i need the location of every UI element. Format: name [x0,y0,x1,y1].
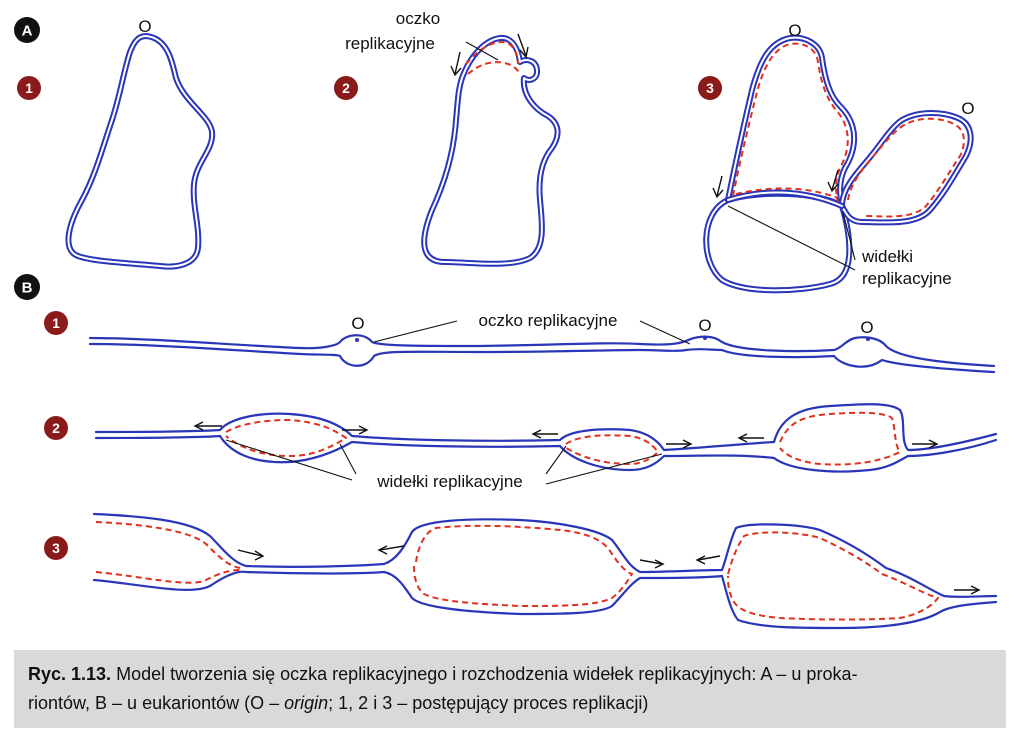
step-a3-badge: 3 [698,76,722,100]
a3-origin-label-2: O [961,99,974,118]
b1-origin-label-3: O [860,318,873,337]
svg-text:1: 1 [25,80,33,96]
b1-eye-leader-1 [373,320,458,343]
b2-new-strand-1 [225,419,347,457]
b2-fork-leader-4 [545,453,663,485]
b2-fork-leader-1 [225,439,353,481]
b1-eye-leader-2 [639,320,691,345]
b1-origin-label-2: O [698,316,711,335]
caption-text-c: ; 1, 2 i 3 – postępujący proces replikac… [328,693,649,713]
svg-text:2: 2 [52,420,60,436]
step-a1-badge: 1 [17,76,41,100]
a3-forks-label-2: replikacyjne [862,269,952,288]
svg-text:3: 3 [52,540,60,556]
b2-fork-leader-3 [545,445,567,475]
b3-fork-arrow-4 [697,555,721,561]
a1-origin-label: O [138,17,151,36]
b3-new-strand-1 [95,521,241,569]
b2-new-strand-3 [779,411,901,466]
svg-text:1: 1 [52,315,60,331]
section-a-badge: A [14,17,40,43]
a3-fork-leader-2 [842,211,856,261]
a3-forks-label-1: widełki [861,247,913,266]
b3-dna [92,512,998,630]
b3-new-strand-2 [95,569,241,584]
a2-eye-leader [465,41,499,61]
a3-chromosome: O O widełki replikacyjne [703,21,975,294]
caption-number: Ryc. 1.13. [28,664,112,684]
caption-text-a: Model tworzenia się oczka replikacyjnego… [116,664,858,684]
svg-text:B: B [22,280,33,297]
b2-fork-leader-2 [339,443,357,475]
b1-eye-label: oczko replikacyjne [479,311,618,330]
a1-chromosome: O [65,17,216,270]
a2-fork-arrow-right [517,33,527,57]
a2-eye-label-2: replikacyjne [345,34,435,53]
b3-fork-arrow-2 [379,545,405,551]
caption-italic: origin [284,693,329,713]
replication-diagram: A B 1 2 3 1 2 3 O [14,9,998,630]
caption-text-b: riontów, B – u eukariontów (O – [28,693,285,713]
b2-dna: widełki replikacyjne [94,403,998,491]
a2-new-strand-inner [467,61,521,75]
a2-chromosome: oczko replikacyjne [345,9,561,267]
b1-origin-label-1: O [351,314,364,333]
a3-origin-label-1: O [788,21,801,40]
b3-new-strand-4 [727,531,939,621]
svg-text:2: 2 [342,80,350,96]
b1-dna: O O O oczko replikacyjne [88,311,996,374]
step-b3-badge: 3 [44,536,68,560]
b3-fork-arrow-1 [237,549,263,557]
b2-forks-label: widełki replikacyjne [376,472,523,491]
b3-new-strand-3 [413,524,633,607]
svg-text:A: A [22,23,33,40]
a2-eye-label-1: oczko [396,9,440,28]
caption-line-2: riontów, B – u eukariontów (O – origin; … [28,689,992,718]
step-b2-badge: 2 [44,416,68,440]
a3-fork-leader-1 [727,205,856,271]
a3-fork-arrow-left [716,175,723,197]
svg-text:3: 3 [706,80,714,96]
section-b-badge: B [14,274,40,300]
a3-new-strand-1 [732,42,849,203]
caption-line-1: Ryc. 1.13. Model tworzenia się oczka rep… [28,660,992,689]
a2-new-strand [465,41,519,65]
b3-fork-arrow-3 [639,559,663,565]
step-a2-badge: 2 [334,76,358,100]
a3-new-strand-2 [847,117,965,218]
step-b1-badge: 1 [44,311,68,335]
figure-caption: Ryc. 1.13. Model tworzenia się oczka rep… [14,650,1006,728]
a2-fork-arrow-left [454,51,461,75]
a3-fork-arrow-right [831,169,839,191]
